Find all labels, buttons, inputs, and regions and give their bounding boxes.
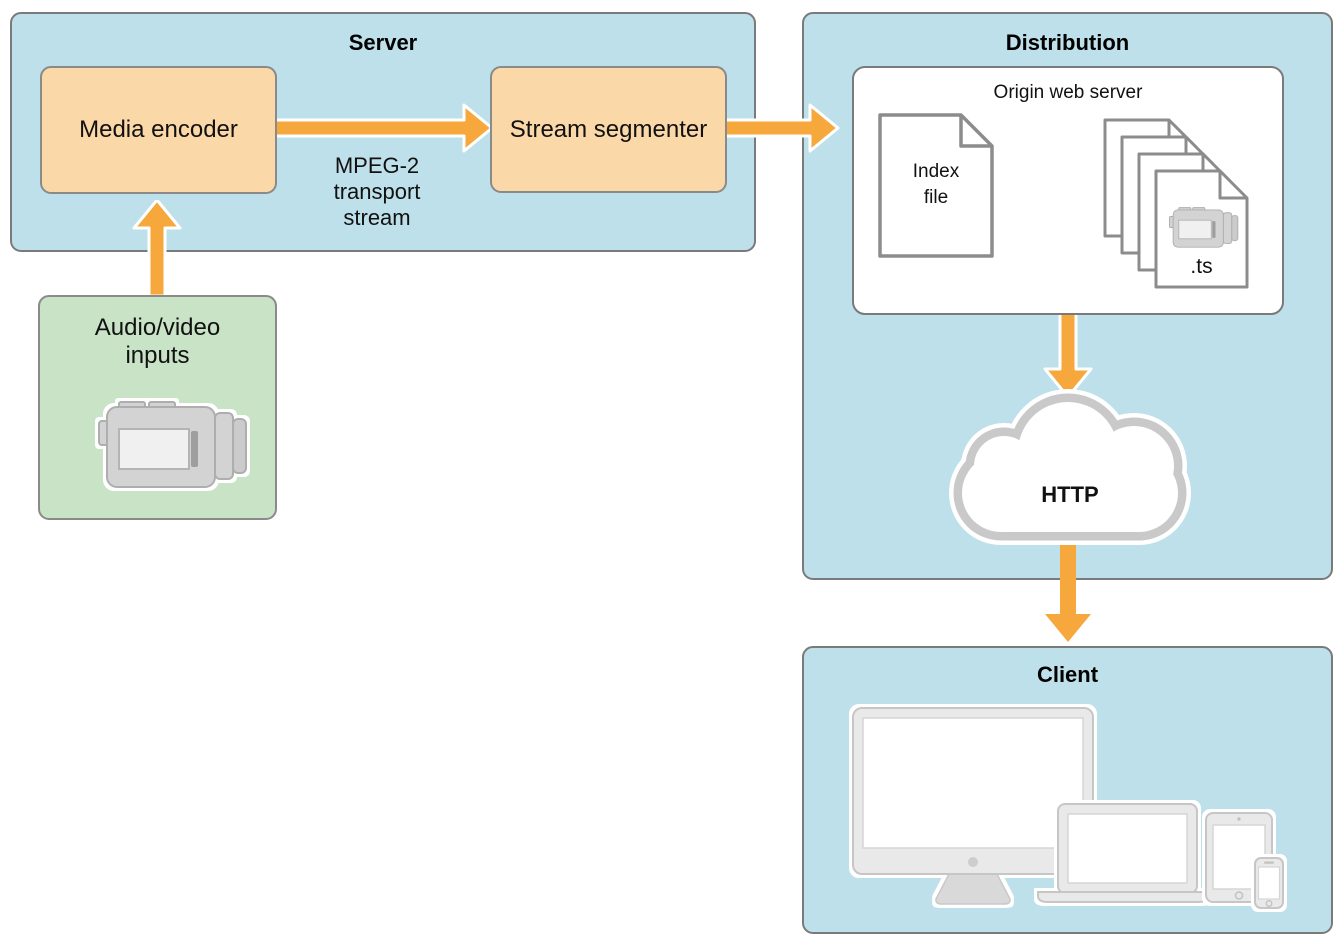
stream-segmenter-node: Stream segmenter [490, 66, 727, 193]
edge-label-line: MPEG-2 [334, 153, 420, 178]
media-encoder-node: Media encoder [40, 66, 277, 194]
index-file-label-line: Index [912, 161, 960, 182]
iphone-speaker [1264, 861, 1274, 864]
arrow-inputs-to-encoder-icon [132, 200, 182, 296]
cloud-icon [949, 389, 1191, 545]
ipad-home-button [1234, 891, 1244, 900]
index-file-label: Index file [878, 159, 994, 211]
http-cloud-label: HTTP [1041, 482, 1099, 507]
ts-label: .ts [1190, 255, 1213, 278]
origin-web-server-label: Origin web server [993, 82, 1143, 103]
arrow-origin-to-cloud-icon [1043, 313, 1093, 397]
imac-icon [852, 707, 1094, 905]
mpeg2-transport-stream-edge-label: MPEG-2 transport stream [297, 153, 457, 231]
apple-logo-icon [968, 857, 978, 867]
media-encoder-label: Media encoder [79, 116, 238, 143]
av-inputs-label-line: inputs [125, 342, 190, 369]
edge-label-line: transport [333, 179, 421, 204]
distribution-section-title: Distribution [1005, 30, 1130, 55]
iphone-home-button [1265, 900, 1273, 907]
macbook-icon [1037, 803, 1209, 903]
arrow-cloud-to-client-icon [1045, 538, 1091, 642]
client-section-title: Client [1036, 662, 1099, 687]
index-file-document-icon [878, 113, 994, 258]
iphone-icon [1254, 857, 1284, 909]
index-file-label-line: file [923, 187, 949, 208]
imac-stand [935, 873, 1011, 905]
av-inputs-label: Audio/video inputs [38, 314, 277, 370]
server-section-title: Server [348, 30, 418, 55]
ipad-camera-dot [1237, 817, 1241, 821]
edge-label-line: stream [343, 205, 411, 230]
stream-segmenter-label: Stream segmenter [509, 115, 708, 143]
arrow-segmenter-to-distribution-icon [725, 103, 840, 153]
camcorder-small-icon [1168, 207, 1239, 248]
arrow-encoder-to-segmenter-icon [275, 103, 494, 153]
av-inputs-label-line: Audio/video [94, 314, 221, 341]
camcorder-icon [98, 401, 247, 488]
